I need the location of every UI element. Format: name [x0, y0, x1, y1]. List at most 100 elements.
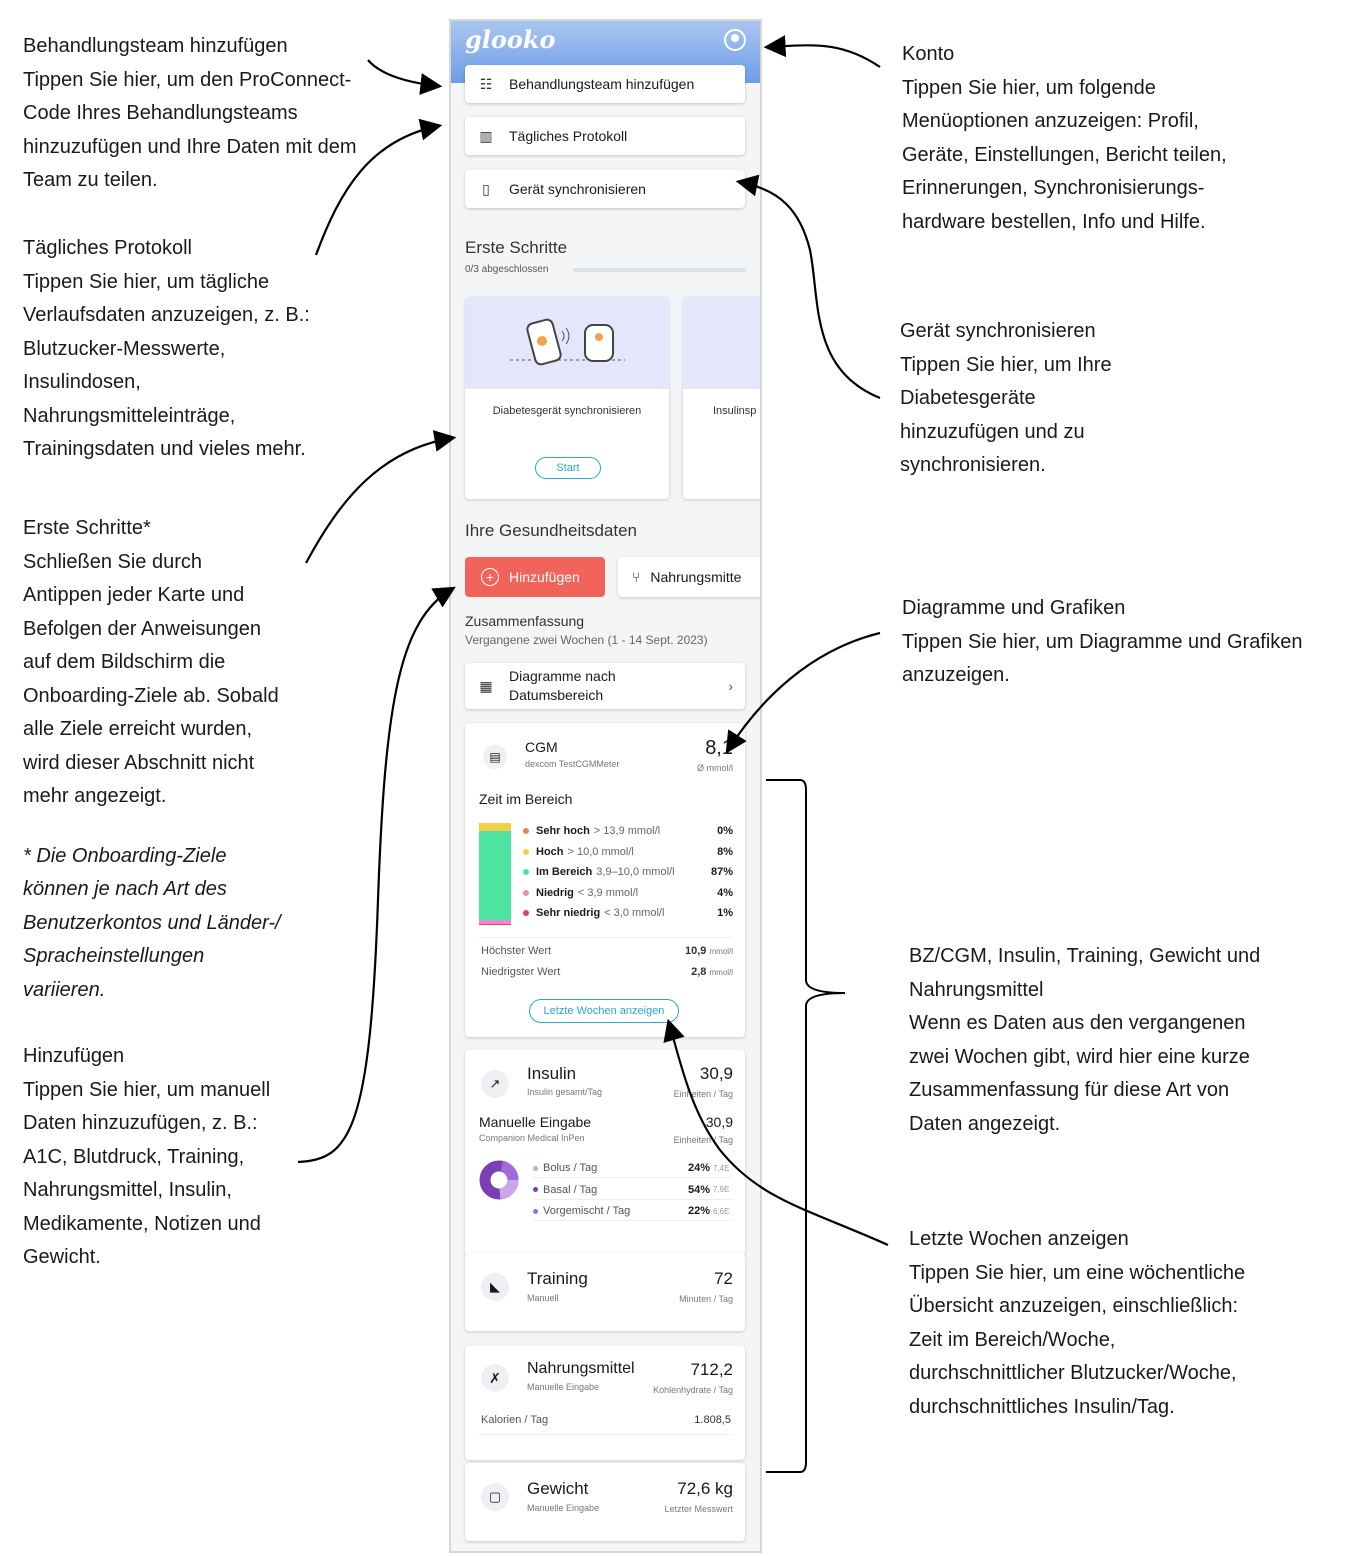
cgm-icon: ▤ [483, 745, 507, 769]
insulin-card[interactable]: ↗ Insulin Insulin gesamt/Tag 30,9 Einhei… [465, 1050, 745, 1256]
account-icon[interactable] [724, 29, 746, 51]
annotation-line: Tippen Sie hier, um den ProConnect- [23, 68, 352, 91]
insulin-dot [533, 1208, 538, 1214]
insulin-sub: Insulin gesamt/Tag [527, 1087, 603, 1097]
weight-sub: Manuelle Eingabe [527, 1503, 600, 1513]
tir-percent: 4% [717, 886, 733, 899]
phone-screen: glooko ☷ Behandlungsteam hinzufügen ▥ Tä… [449, 19, 762, 1553]
onboarding-card-title: Insulinsp [713, 405, 757, 417]
time-in-range-title: Zeit im Bereich [479, 791, 573, 807]
annotation-team-title: Behandlungsteam hinzufügen [23, 35, 288, 57]
tir-segment [479, 831, 511, 920]
show-recent-weeks-button[interactable]: Letzte Wochen anzeigen [529, 999, 679, 1023]
onboarding-card-sync[interactable]: Diabetesgerät synchronisieren Start [465, 297, 669, 499]
daily-log-button[interactable]: ▥ Tägliches Protokoll [465, 117, 745, 155]
insulin-row-percent: 54% [687, 1183, 710, 1196]
annotation-line: Diabetesgeräte [900, 387, 1036, 409]
arrow-sync [735, 174, 881, 400]
cgm-card[interactable]: ▤ CGM dexcom TestCGMMeter 8,1 Ø mmol/l Z… [465, 723, 745, 1037]
annotation-line: wird dieser Abschnitt nicht [23, 751, 255, 774]
weight-title: Gewicht [527, 1479, 589, 1498]
annotation-line: Nahrungsmittel, Insulin, [23, 1179, 232, 1201]
cgm-source: dexcom TestCGMMeter [525, 759, 620, 769]
add-care-team-label: Behandlungsteam hinzufügen [509, 76, 695, 92]
training-sub: Manuell [527, 1293, 559, 1303]
annotation-first-title: Erste Schritte* [23, 517, 151, 539]
insulin-row-units: 7,4E [713, 1163, 730, 1173]
annotation-line: Code Ihres Behandlungsteams [23, 102, 298, 124]
max-value-number: 10,9 [684, 945, 707, 957]
annotation-line: Verlaufsdaten anzuzeigen, z. B.: [23, 304, 310, 326]
insulin-row-name: Bolus / Tag [543, 1162, 598, 1174]
shoe-icon: ◣ [481, 1273, 509, 1301]
annotation-line: Insulindosen, [23, 371, 141, 393]
summary-title: Zusammenfassung [465, 613, 585, 629]
add-data-button[interactable]: + Hinzufügen [465, 557, 605, 597]
insulin-row-percent: 24% [687, 1162, 710, 1174]
annotation-line: Wenn es Daten aus den vergangenen [909, 1012, 1246, 1034]
weight-value: 72,6 kg [677, 1479, 733, 1498]
annotation-line: durchschnittlicher Blutzucker/Woche, [909, 1362, 1237, 1384]
tir-name: Sehr hoch [536, 825, 590, 837]
insulin-row-name: Basal / Tag [543, 1183, 598, 1196]
annotation-line: hardware bestellen, Info und Hilfe. [902, 210, 1206, 233]
cgm-title: CGM [525, 739, 558, 755]
annotation-line: Tippen Sie hier, um Ihre [900, 353, 1112, 376]
charts-label-line2: Datumsbereich [509, 687, 604, 703]
annotation-line: anzuzeigen. [902, 664, 1010, 686]
food-card[interactable]: ✗ Nahrungsmittel Manuelle Eingabe 712,2 … [465, 1346, 745, 1460]
annotation-line: Menüoptionen anzuzeigen: Profil, [902, 110, 1199, 132]
insulin-row-units: 7,9E [713, 1185, 730, 1194]
annotation-line: Onboarding-Ziele ab. Sobald [23, 684, 279, 707]
device-illustration [465, 297, 669, 389]
tir-dot [523, 889, 529, 896]
onboarding-card-insulin[interactable]: Insulinsp [683, 297, 760, 499]
tir-range: < 3,0 mmol/l [604, 907, 665, 919]
tir-name: Niedrig [536, 886, 574, 899]
weight-card[interactable]: ▢ Gewicht Manuelle Eingabe 72,6 kg Letzt… [465, 1463, 745, 1541]
devices-image [510, 318, 625, 366]
annotation-line: Antippen jeder Karte und [23, 584, 245, 606]
weight-unit: Letzter Messwert [664, 1504, 733, 1514]
min-value-unit: mmol/l [709, 968, 733, 977]
daily-log-label: Tägliches Protokoll [509, 128, 628, 144]
annotation-charts: Diagramme und Grafiken Tippen Sie hier, … [902, 592, 1342, 693]
charts-label-line1: Diagramme nach [509, 668, 616, 684]
first-steps-progress-text: 0/3 abgeschlossen [465, 264, 549, 275]
annotation-line: Tippen Sie hier, um folgende [902, 76, 1156, 99]
health-data-title: Ihre Gesundheitsdaten [465, 521, 638, 540]
food-tab-button[interactable]: ⑂ Nahrungsmitte [618, 557, 760, 597]
scale-icon: ▢ [481, 1483, 509, 1511]
add-care-team-button[interactable]: ☷ Behandlungsteam hinzufügen [465, 65, 745, 103]
annotation-line: Nahrungsmitteleinträge, [23, 404, 236, 427]
book-icon: ▥ [479, 127, 493, 144]
annotation-note: * Die Onboarding-Ziele [23, 844, 227, 867]
insulin-row-percent: 22% [687, 1205, 710, 1217]
arrow-weeks [663, 1018, 889, 1247]
sync-device-label: Gerät synchronisieren [509, 181, 646, 197]
annotation-line: Tippen Sie hier, um eine wöchentliche [909, 1261, 1246, 1284]
min-value: 2,8 mmol/l [691, 966, 733, 978]
arrow-first-steps [305, 430, 457, 564]
tir-segment [479, 823, 511, 832]
tir-percent: 0% [717, 825, 733, 837]
annotation-line: Tippen Sie hier, um tägliche [23, 270, 270, 293]
tir-name: Hoch [536, 845, 564, 858]
annotation-log: Tägliches Protokoll Tippen Sie hier, um … [23, 232, 343, 467]
cutlery-icon: ⑂ [632, 569, 641, 585]
food-tab-label: Nahrungsmitte [650, 569, 742, 585]
arrow-add [297, 586, 456, 1164]
annotation-add: Hinzufügen Tippen Sie hier, um manuell D… [23, 1040, 323, 1275]
annotation-line: Trainingsdaten und vieles mehr. [23, 438, 306, 460]
annotation-line: Blutzucker-Messwerte, [23, 337, 226, 360]
food-unit: Kohlenhydrate / Tag [653, 1385, 733, 1395]
training-card[interactable]: ◣ Training Manuell 72 Minuten / Tag [465, 1253, 745, 1331]
tir-percent: 8% [717, 845, 733, 858]
training-title: Training [527, 1269, 588, 1288]
sync-device-button[interactable]: ▯ Gerät synchronisieren [465, 170, 745, 208]
onboarding-start-button[interactable]: Start [535, 457, 601, 479]
annotation-bz-title: BZ/CGM, Insulin, Training, Gewicht und [909, 945, 1261, 967]
insulin-row: Basal / Tag 54%7,9E [533, 1184, 733, 1200]
tir-dot [523, 828, 529, 834]
